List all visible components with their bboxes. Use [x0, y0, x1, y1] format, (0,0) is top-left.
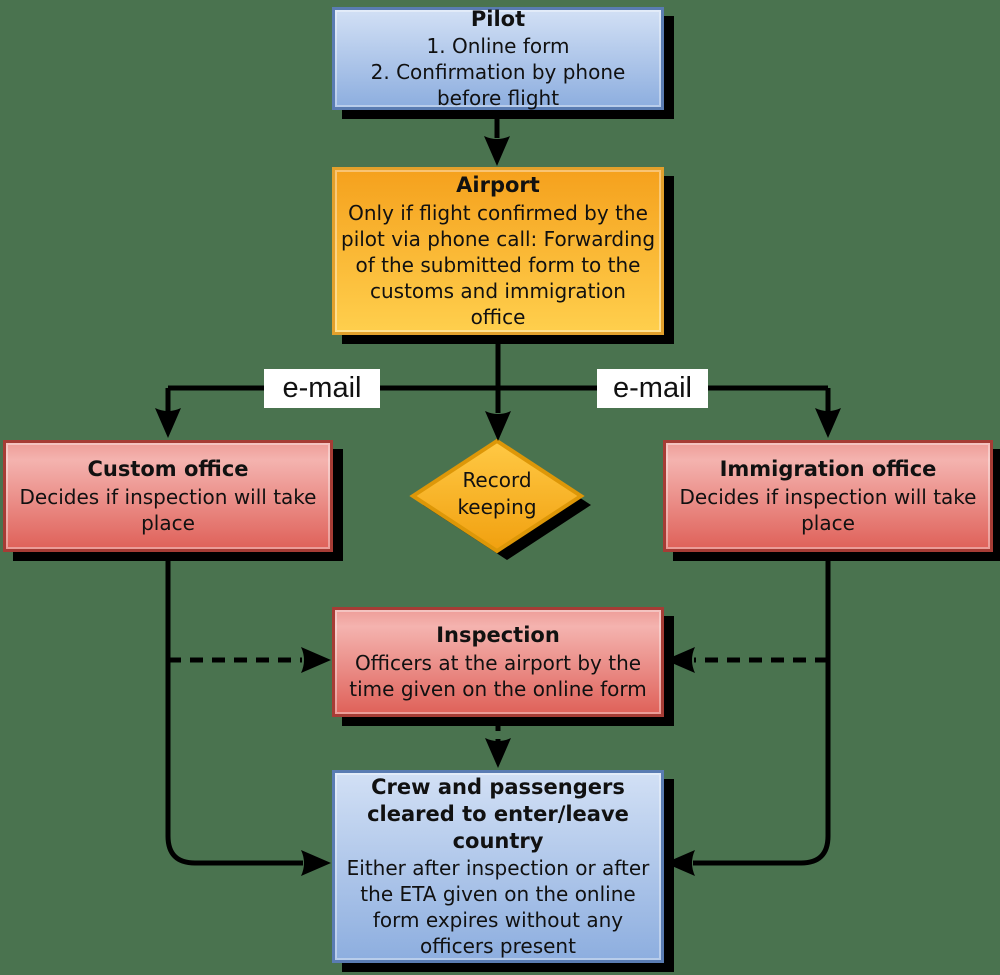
connector-custom-inspection — [168, 647, 331, 673]
node-body: Only if flight confirmed by the pilot vi… — [341, 200, 656, 329]
node-body: Officers at the airport by the time give… — [349, 650, 647, 701]
node-body: Either after inspection or after the ETA… — [346, 856, 650, 959]
connector-custom-cleared — [165, 552, 331, 876]
node-title: Inspection — [436, 623, 560, 648]
edge-label-email-left: e-mail — [264, 369, 380, 408]
node-record-keeping-label: Record keeping — [457, 468, 537, 519]
connector-pilot-airport — [484, 110, 510, 166]
node-title: Crew and passengers cleared to enter/lea… — [367, 774, 629, 854]
node-title: Custom office — [87, 457, 249, 482]
edge-label-text: e-mail — [282, 372, 362, 404]
edge-label-text: e-mail — [613, 372, 692, 404]
node-airport: Airport Only if flight confirmed by the … — [332, 167, 664, 335]
node-title: Immigration office — [719, 457, 937, 482]
node-inspection: Inspection Officers at the airport by th… — [332, 607, 664, 717]
node-title: Airport — [456, 173, 540, 198]
connector-immigration-cleared — [665, 552, 831, 876]
connector-immigration-inspection — [665, 647, 828, 673]
edge-label-email-right: e-mail — [597, 369, 708, 408]
node-body: 1. Online form 2. Confirmation by phone … — [370, 34, 626, 111]
connector-inspection-cleared — [485, 719, 511, 768]
connector-airport-record-keeping — [485, 335, 511, 441]
node-custom-office: Custom office Decides if inspection will… — [3, 440, 333, 552]
node-cleared: Crew and passengers cleared to enter/lea… — [332, 770, 664, 963]
node-immigration-office: Immigration office Decides if inspection… — [663, 440, 993, 552]
node-pilot: Pilot 1. Online form 2. Confirmation by … — [332, 7, 664, 110]
node-body: Decides if inspection will take place — [679, 484, 977, 535]
node-record-keeping-shape — [409, 438, 591, 560]
node-body: Decides if inspection will take place — [19, 484, 317, 535]
node-title: Pilot — [470, 6, 526, 31]
diamond-shape — [409, 438, 585, 554]
